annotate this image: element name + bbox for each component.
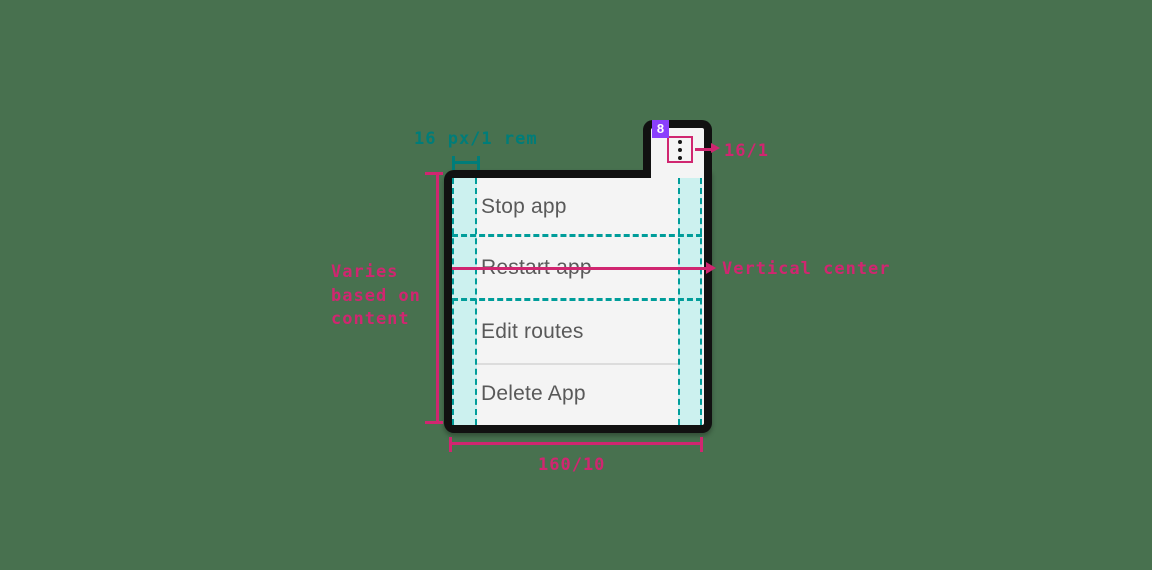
- vertical-center-label: Vertical center: [722, 259, 891, 279]
- width-size-label: 160/10: [538, 455, 606, 475]
- kebab-dot: [678, 139, 682, 144]
- left-padding-highlight: [452, 178, 477, 425]
- menu-divider: [477, 363, 678, 365]
- vertical-center-arrowhead-icon: [706, 262, 716, 274]
- height-measure-line: [436, 173, 439, 423]
- right-padding-highlight: [678, 178, 702, 425]
- height-measure-top-cap: [425, 172, 443, 175]
- overflow-menu-panel: [444, 170, 712, 433]
- width-measure-right-cap: [700, 437, 703, 452]
- row-boundary-dashed-line-2: [452, 298, 702, 301]
- button-highlight-box: [667, 136, 693, 163]
- padding-bracket-icon: [452, 156, 480, 170]
- kebab-dot: [678, 147, 682, 152]
- row-boundary-dashed-line-1: [452, 234, 702, 237]
- button-size-label: 16/1: [724, 141, 769, 161]
- kebab-dot: [678, 155, 682, 160]
- height-measure-bottom-cap: [425, 421, 443, 424]
- menu-item-edit-routes[interactable]: Edit routes: [481, 320, 584, 343]
- spec-number-badge: 8: [652, 120, 669, 138]
- width-measure-line: [449, 442, 703, 445]
- menu-item-delete-app[interactable]: Delete App: [481, 382, 586, 405]
- button-size-callout-line: [695, 148, 711, 151]
- height-varies-line1: Varies: [331, 262, 399, 282]
- height-varies-line2: based on: [331, 285, 421, 306]
- height-varies-line3: content: [331, 309, 410, 329]
- padding-size-label: 16 px/1 rem: [414, 129, 538, 149]
- kebab-menu-icon[interactable]: [678, 139, 682, 160]
- menu-item-stop-app[interactable]: Stop app: [481, 195, 567, 218]
- height-varies-label: Varies based on content: [331, 261, 421, 332]
- vertical-center-line: [452, 267, 706, 270]
- button-size-arrowhead-icon: [711, 143, 720, 153]
